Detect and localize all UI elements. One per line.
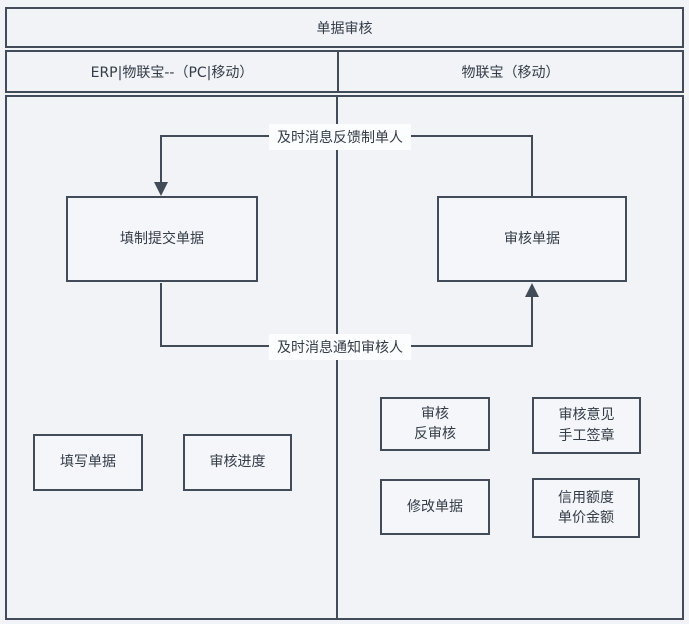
node-audit-unaudit-line1: 审核 [421, 405, 449, 422]
node-opinion-signature-line1: 审核意见 [558, 407, 615, 424]
node-audit-document: 审核单据 [437, 196, 627, 282]
edge-label-feedback: 及时消息反馈制单人 [269, 124, 411, 150]
node-modify-document: 修改单据 [380, 479, 490, 535]
node-audit-unaudit-line2: 反审核 [414, 426, 456, 442]
node-audit-progress: 审核进度 [183, 434, 292, 491]
diagram-title-bar: 单据审核 [5, 7, 684, 48]
node-opinion-signature-line2: 手工签章 [558, 427, 615, 444]
lane-header-wulianbao: 物联宝（移动） [337, 50, 684, 93]
node-fill-submit-label: 填制提交单据 [120, 230, 204, 247]
edge-label-notify: 及时消息通知审核人 [269, 334, 411, 360]
lane-header-erp-label: ERP|物联宝--（PC|移动） [90, 64, 254, 81]
node-fill-form-label: 填写单据 [60, 454, 116, 471]
lane-header-erp: ERP|物联宝--（PC|移动） [5, 50, 339, 93]
node-opinion-signature: 审核意见 手工签章 [532, 397, 641, 454]
node-audit-label: 审核单据 [504, 230, 560, 247]
node-fill-form: 填写单据 [33, 434, 143, 491]
node-modify-label: 修改单据 [407, 498, 463, 515]
node-fill-submit-document: 填制提交单据 [66, 196, 258, 282]
node-audit-progress-label: 审核进度 [209, 454, 266, 471]
node-credit-amount-line1: 信用额度 [558, 489, 614, 506]
node-credit-amount-line2: 单价金额 [558, 510, 614, 526]
lane-header-wulianbao-label: 物联宝（移动） [461, 64, 560, 81]
diagram-title: 单据审核 [316, 20, 373, 37]
node-audit-unaudit: 审核 反审核 [380, 397, 490, 451]
node-credit-amount: 信用额度 单价金额 [532, 478, 640, 538]
